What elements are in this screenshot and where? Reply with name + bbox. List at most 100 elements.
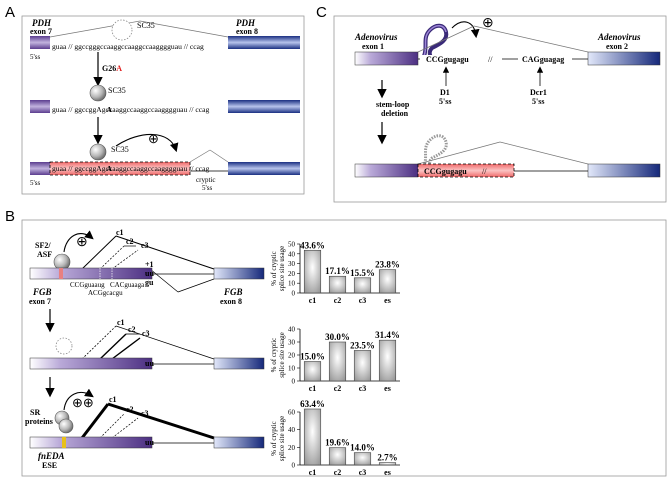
panel-b-frame xyxy=(21,219,667,477)
adeno-seq-right: CAGguagag xyxy=(522,55,564,64)
adeno-exon1-box-bottom xyxy=(354,163,419,178)
fgb-exon8-name: FGB xyxy=(223,287,243,297)
chart-3-ylabel-2: splice site usage xyxy=(278,416,286,462)
seq-c3: ACGgcacgu xyxy=(88,289,123,297)
adeno-splice-line-left-bottom xyxy=(417,141,501,165)
sf2-asf-protein-icon xyxy=(53,253,71,271)
c3-splice-line-row2 xyxy=(111,337,141,360)
sf2-binding-site xyxy=(59,268,63,279)
chart-2-tick-label: 20 xyxy=(288,352,296,360)
ese-label: ESE xyxy=(42,461,57,470)
adeno-exon2-box-top xyxy=(587,51,661,66)
site-c2-row2: c2 xyxy=(128,325,136,334)
splice-line-cryptic-left xyxy=(189,149,211,163)
site-c1-row2: c1 xyxy=(117,318,125,327)
adeno-gap-mark: // xyxy=(488,55,493,64)
pdh-exon7-label: exon 7 xyxy=(30,27,52,36)
pdh-exon7-box-row3 xyxy=(30,162,50,175)
adeno-exon2-label: exon 2 xyxy=(606,42,628,51)
chart-1-ylabel-1: % of cryptic xyxy=(270,251,278,286)
ss5-row1: 5'ss xyxy=(30,53,40,61)
chart-3-tick-label: 0 xyxy=(292,462,296,470)
fgb-exon7-label: exon 7 xyxy=(29,297,51,306)
fgb-exon8-box-row3 xyxy=(213,436,265,449)
fneda-label: fnEDA xyxy=(38,451,65,461)
sr-label-1: SR xyxy=(30,408,40,417)
chart-2-bar-es xyxy=(378,339,397,382)
panel-c-letter: C xyxy=(316,4,327,21)
chart-1-category-c1: c1 xyxy=(309,296,317,305)
fgb-exon7-box-row2 xyxy=(29,357,153,370)
pdh-exon8-box-row2 xyxy=(228,100,300,113)
seq-row1: guaa // ggccgggccaaggccaaggccaagggguau /… xyxy=(52,42,204,51)
chart-1-category-es: es xyxy=(384,296,391,305)
sf2-label-1: SF2/ xyxy=(35,241,51,250)
b-row3-plusplus-icon: ⊕⊕ xyxy=(72,395,94,410)
splice-line-right xyxy=(139,20,229,38)
chart-3-category-es: es xyxy=(384,468,391,477)
adeno-exon1-name: Adenovirus xyxy=(354,32,398,42)
chart-3-value-label-c1: 63.4% xyxy=(300,399,325,409)
panel-a-letter: A xyxy=(5,4,15,21)
chart-1-bar-c1 xyxy=(303,249,322,294)
uu-label-row3: uu xyxy=(145,438,154,447)
chart-3-category-c1: c1 xyxy=(309,468,317,477)
chart-3-bar-es xyxy=(378,462,397,466)
site-c1-row3: c1 xyxy=(109,395,117,404)
seq-bg-row1 xyxy=(50,41,228,51)
site-c2-row3: c2 xyxy=(126,405,134,414)
chart-3-value-label-c3: 14.0% xyxy=(350,443,375,453)
stem-loop-deleted-icon xyxy=(422,134,448,170)
chart-2-ylabel-2: splice site usage xyxy=(278,332,286,378)
chart-1-value-label-c1: 43.6% xyxy=(300,240,325,250)
seq-c1: CCGguaaug xyxy=(70,281,105,289)
chart-2-tick-label: 10 xyxy=(288,365,296,373)
adeno-seq-bg-right xyxy=(518,55,572,64)
chart-1-tick-label: 30 xyxy=(288,260,296,268)
seq-bg-row2 xyxy=(50,104,228,114)
sc35-protein-icon-row3 xyxy=(89,143,107,161)
mutation-label: G26A xyxy=(102,64,122,73)
chart-3-tick-label: 60 xyxy=(288,409,296,417)
chart-2-value-label-es: 31.4% xyxy=(375,330,400,340)
c1-splice-line-row2-right xyxy=(115,325,215,360)
fgb-exon8-box-row1 xyxy=(213,267,265,280)
chart-2-bar-c1 xyxy=(303,361,322,382)
sc35-plus-icon: ⊕ xyxy=(148,131,159,146)
adeno-splice-line-right xyxy=(473,25,589,53)
adeno-splice-line-left xyxy=(417,25,475,53)
adeno-seq-left-bottom: CCGgugagu xyxy=(424,167,467,176)
dcr1-ss-label: 5'ss xyxy=(532,97,544,106)
chart-1-tick-label: 10 xyxy=(288,280,296,288)
c2-splice-line-row3 xyxy=(99,413,125,439)
c1-splice-line-row2 xyxy=(81,325,117,360)
sf2-activation-arrow xyxy=(63,230,94,253)
cryptic-label: cryptic xyxy=(196,176,215,184)
pdh-exon7-box-row1 xyxy=(30,36,50,49)
fgb-exon7-box-row3 xyxy=(29,436,153,449)
chart-3-bar-c2 xyxy=(328,447,347,466)
chart-3-value-label-c2: 19.6% xyxy=(325,438,350,448)
chart-3-bar-c1 xyxy=(303,408,322,466)
stem-loop-icon xyxy=(422,23,449,60)
chart-1-bar-es xyxy=(378,269,397,294)
c2-splice-line-row2 xyxy=(99,333,127,360)
sc35-label-row1: SC35 xyxy=(137,21,155,30)
chart-3-value-label-es: 2.7% xyxy=(377,453,397,463)
chart-3-tick-label: 40 xyxy=(288,426,296,434)
chart-2-category-c2: c2 xyxy=(334,384,342,393)
ss5-row3: 5'ss xyxy=(30,179,40,187)
panel-c-frame xyxy=(333,15,667,203)
seq-row2: guaa // ggccggAgccaaggccaaggccaagggguau … xyxy=(52,105,209,114)
adeno-seq-bg-left xyxy=(420,55,502,64)
chart-1-tick-label: 40 xyxy=(288,250,296,258)
gu-label: gu xyxy=(145,278,154,287)
exon-extension-box xyxy=(50,162,190,175)
c3-splice-line xyxy=(111,249,139,270)
site-c1-row1: c1 xyxy=(116,228,124,237)
pdh-exon8-name: PDH xyxy=(236,18,256,28)
stem-loop-activation-arrow xyxy=(451,21,480,39)
es-splice-line-right xyxy=(177,278,215,293)
